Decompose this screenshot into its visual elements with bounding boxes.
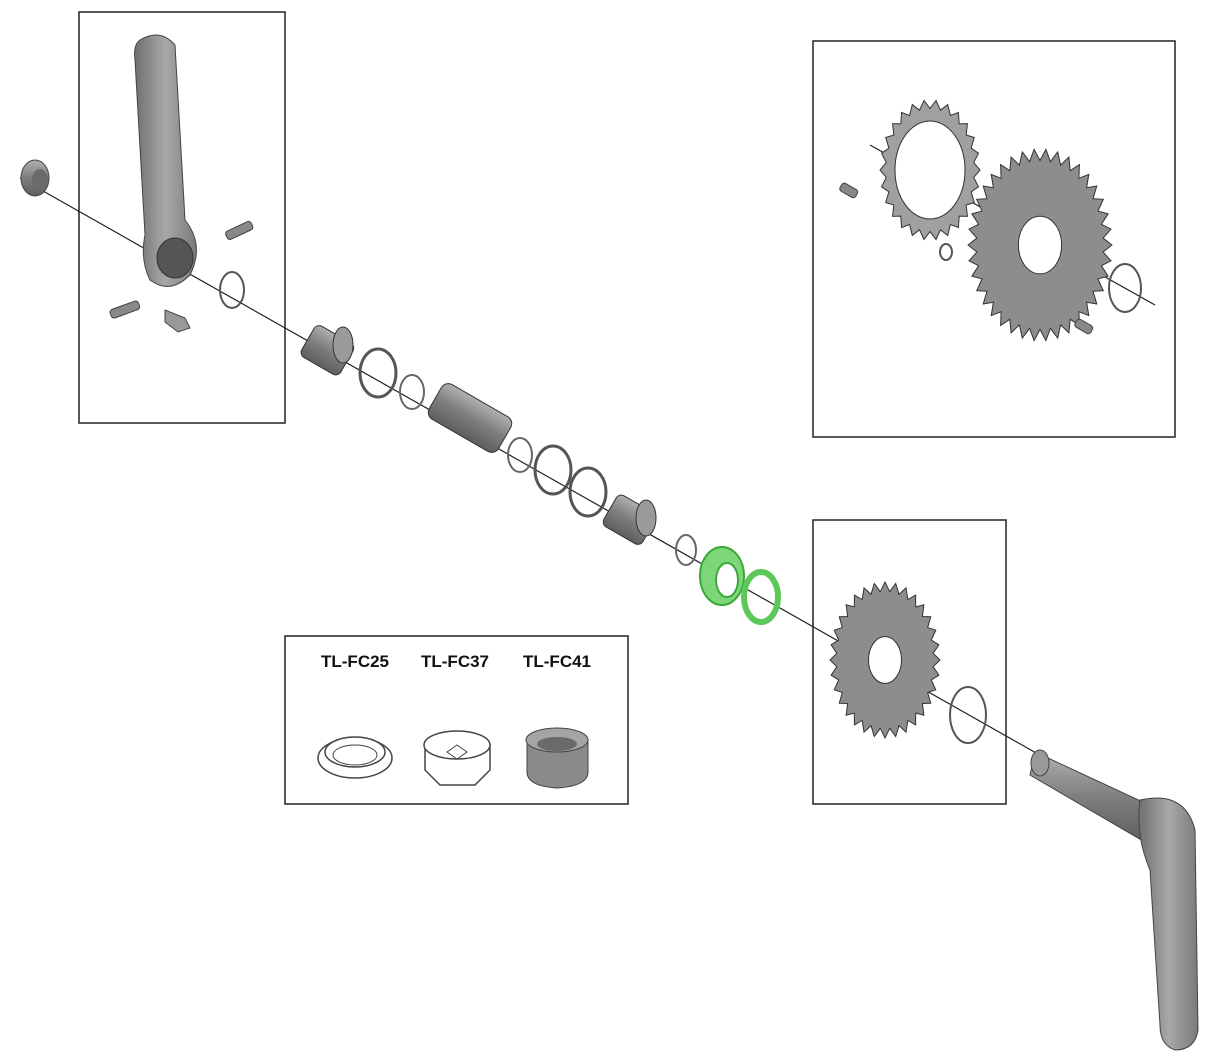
tool-tl-fc41-icon: [525, 727, 589, 789]
tool-label-tl-fc37: TL-FC37: [421, 652, 489, 671]
tool-tl-fc37-icon: [423, 730, 491, 786]
tool-label-tl-fc25: TL-FC25: [321, 652, 389, 671]
tools-frame: [284, 635, 629, 805]
bb-spacer-small: [399, 374, 425, 410]
chainring-bore: [894, 120, 966, 220]
left-crank-frame: [78, 11, 286, 424]
o-ring-right: [675, 534, 697, 566]
single-chainring-frame: [812, 519, 1007, 805]
tool-label-tl-fc41: TL-FC41: [523, 652, 591, 671]
inner-cover: [427, 383, 513, 453]
chainring-bolt-2: [1074, 318, 1094, 335]
bb-spacer: [358, 347, 398, 399]
spacer-ring-2: [533, 444, 573, 496]
o-ring-top: [1108, 263, 1142, 313]
chainring-bolt: [839, 182, 859, 199]
spacer: [939, 243, 953, 261]
large-chainring: [967, 148, 1113, 342]
crank-fixing-bolt: [20, 159, 50, 197]
chainring-bore: [868, 636, 902, 684]
tool-tl-fc25-icon: [317, 736, 393, 779]
lockring-highlighted: [699, 546, 745, 606]
spacer-ring-3: [568, 466, 608, 518]
pinch-bolts: [109, 220, 254, 319]
spacer-ring-1: [507, 437, 533, 473]
chainring-bore: [1017, 215, 1063, 275]
double-chainring-frame: [812, 40, 1176, 438]
spacer-ring-highlighted: [741, 569, 781, 625]
o-ring-chainring: [949, 686, 987, 744]
o-ring: [219, 271, 245, 309]
safety-plate: [164, 309, 191, 333]
left-crank-arm: [134, 34, 197, 287]
right-crank-arm: [1029, 749, 1199, 1051]
right-bb-cup: [602, 494, 657, 545]
left-bb-cup: [300, 325, 355, 376]
small-chainring: [879, 99, 981, 241]
single-chainring: [829, 580, 941, 740]
